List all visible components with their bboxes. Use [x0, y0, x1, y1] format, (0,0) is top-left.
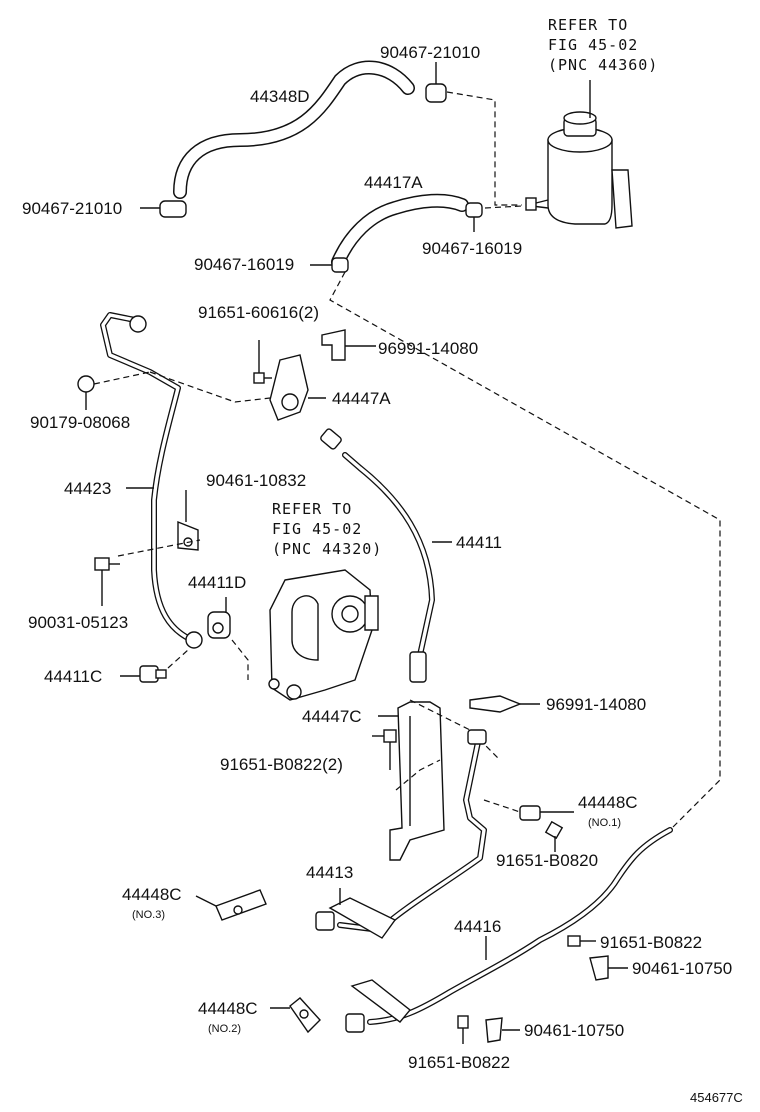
- pump-ref-line1: REFER TO: [272, 500, 352, 518]
- label-clamp-16019-right[interactable]: 90467-16019: [422, 239, 522, 258]
- gasket-44411D[interactable]: [207, 597, 231, 639]
- label-clip-96991-lower[interactable]: 96991-14080: [546, 695, 646, 714]
- label-bracket-44447A[interactable]: 44447A: [332, 389, 391, 408]
- label-clip-96991-upper[interactable]: 96991-14080: [378, 339, 478, 358]
- bolt-91651-60616[interactable]: [253, 340, 272, 384]
- reservoir-tank: [525, 80, 633, 229]
- label-bolt-B0820[interactable]: 91651-B0820: [496, 851, 598, 870]
- label-tube-44423[interactable]: 44423: [64, 479, 111, 498]
- bolt-91651-B0822-2[interactable]: [372, 729, 397, 770]
- bolt-91651-B0820[interactable]: [544, 820, 564, 852]
- label-bolt-B0822-bottom[interactable]: 91651-B0822: [408, 1053, 510, 1072]
- clamp-44448C-no2[interactable]: [270, 997, 321, 1034]
- power-steering-pump: [268, 569, 379, 701]
- label-gasket-44411D[interactable]: 44411D: [188, 573, 246, 592]
- label-clamp-44448C-no2[interactable]: 44448C: [198, 999, 258, 1018]
- label-clamp-44448C-no1[interactable]: 44448C: [578, 793, 638, 812]
- hose-44417A[interactable]: [331, 193, 469, 269]
- label-clamp-10750-bottom[interactable]: 90461-10750: [524, 1021, 624, 1040]
- label-clamp-upper[interactable]: 90467-21010: [380, 43, 480, 62]
- hose-clamp-left[interactable]: [140, 200, 187, 218]
- label-bolt-60616[interactable]: 91651-60616(2): [198, 303, 319, 322]
- label-clamp-44448C-no3[interactable]: 44448C: [122, 885, 182, 904]
- note-clamp-44448C-no1: (NO.1): [588, 817, 621, 829]
- note-clamp-44448C-no2: (NO.2): [208, 1023, 241, 1035]
- clamp-44448C-no3[interactable]: [195, 889, 267, 921]
- label-bracket-44447C[interactable]: 44447C: [302, 707, 362, 726]
- label-hose-44348D[interactable]: 44348D: [250, 87, 310, 106]
- label-clamp-10750-right[interactable]: 90461-10750: [632, 959, 732, 978]
- label-bolt-B0822-2[interactable]: 91651-B0822(2): [220, 755, 343, 774]
- bracket-44447C[interactable]: [378, 701, 445, 861]
- label-hose-44411[interactable]: 44411: [456, 533, 502, 552]
- clamp-90461-10750-bottom[interactable]: [485, 1017, 520, 1043]
- clamp-44448C-no1[interactable]: [519, 805, 574, 821]
- bolt-90031-05123[interactable]: [94, 557, 120, 606]
- tube-44423[interactable]: [100, 312, 203, 649]
- label-clamp-16019-left[interactable]: 90467-16019: [194, 255, 294, 274]
- label-bolt-44411C[interactable]: 44411C: [44, 667, 102, 686]
- reservoir-ref-line2: FIG 45-02: [548, 36, 638, 54]
- note-clamp-44448C-no3: (NO.3): [132, 909, 165, 921]
- hose-44348D[interactable]: [173, 60, 415, 199]
- reservoir-ref-line3: (PNC 44360): [548, 56, 658, 74]
- reservoir-ref-line1: REFER TO: [548, 16, 628, 34]
- pump-ref-line2: FIG 45-02: [272, 520, 362, 538]
- clip-96991-lower[interactable]: [469, 695, 540, 713]
- label-tube-44413[interactable]: 44413: [306, 863, 353, 882]
- clamp-90461-10832[interactable]: [177, 490, 199, 551]
- tube-44416[interactable]: [345, 827, 673, 1033]
- hose-clamp-16019-right[interactable]: [465, 202, 483, 232]
- label-bolt-B0822-right[interactable]: 91651-B0822: [600, 933, 702, 952]
- clip-96991-upper[interactable]: [321, 329, 376, 361]
- tube-44413[interactable]: [315, 729, 487, 939]
- figure-id: 454677C: [690, 1090, 743, 1105]
- label-bolt-90031[interactable]: 90031-05123: [28, 613, 128, 632]
- hose-clamp-upper[interactable]: [425, 62, 447, 103]
- clamp-90461-10750-right[interactable]: [589, 955, 628, 981]
- label-nut-90179[interactable]: 90179-08068: [30, 413, 130, 432]
- union-bolt-44411C[interactable]: [120, 665, 167, 683]
- label-tube-44416[interactable]: 44416: [454, 917, 501, 936]
- bolt-91651-B0822-bottom[interactable]: [457, 1015, 469, 1044]
- nut-90179-08068[interactable]: [77, 375, 95, 410]
- label-hose-44417A[interactable]: 44417A: [364, 173, 423, 192]
- label-clamp-left[interactable]: 90467-21010: [22, 199, 122, 218]
- pump-ref-line3: (PNC 44320): [272, 540, 382, 558]
- hose-44411[interactable]: [320, 428, 452, 683]
- bracket-44447A[interactable]: [269, 354, 326, 421]
- label-clamp-90461-10832[interactable]: 90461-10832: [206, 471, 306, 490]
- bolt-91651-B0822-right[interactable]: [567, 935, 596, 947]
- hose-clamp-16019-left[interactable]: [310, 257, 349, 273]
